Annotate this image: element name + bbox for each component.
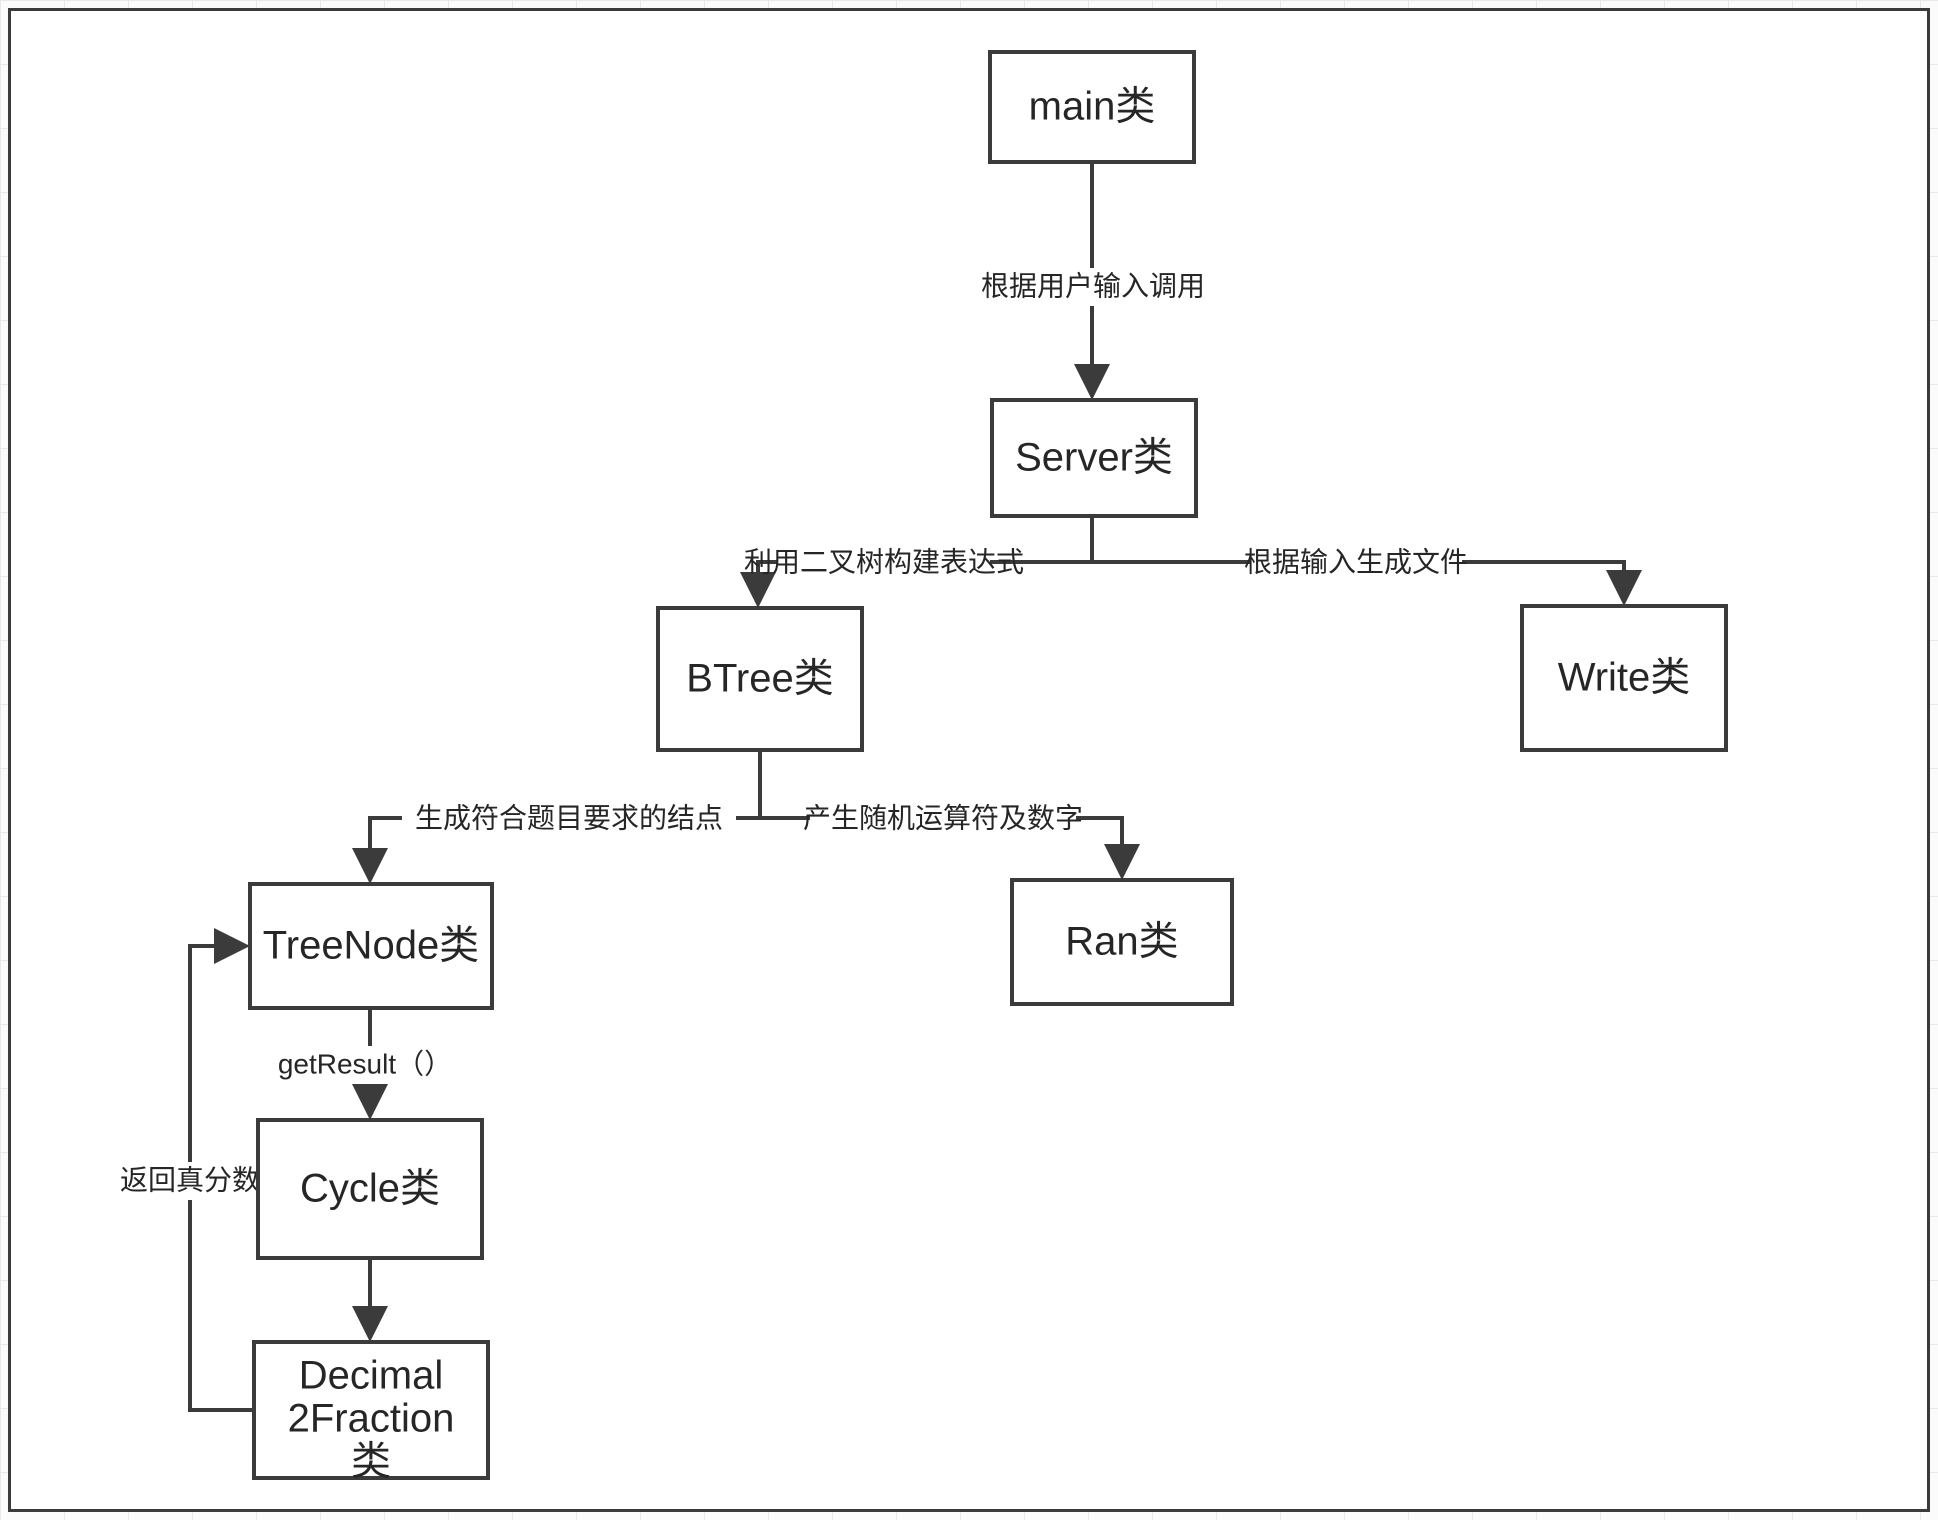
edge-dec2frac-to-treenode: 返回真分数 (96, 928, 286, 1412)
diagram-canvas-frame (8, 8, 1930, 1512)
edge-server-to-write: 根据输入生成文件 (1092, 544, 1642, 606)
edge-btree-to-treenode: 生成符合题目要求的结点 (352, 750, 762, 884)
node-treenode[interactable]: TreeNode类 (248, 882, 494, 1010)
node-write[interactable]: Write类 (1520, 604, 1728, 752)
edge-label-server-btree: 利用二叉树构建表达式 (744, 546, 1024, 577)
edge-btree-to-ran: 产生随机运算符及数字 (760, 800, 1140, 880)
node-btree[interactable]: BTree类 (656, 606, 864, 752)
node-main[interactable]: main类 (988, 50, 1196, 164)
node-label-dec2frac-line2: 2Fraction (288, 1397, 455, 1441)
node-label-treenode: TreeNode类 (263, 924, 479, 968)
edge-cycle-to-dec2frac (352, 1258, 388, 1342)
edge-label-dec2frac-treenode: 返回真分数 (120, 1164, 260, 1195)
node-dec2frac[interactable]: Decimal 2Fraction 类 (252, 1340, 490, 1484)
edge-label-server-write: 根据输入生成文件 (1244, 546, 1468, 577)
edge-server-to-btree: 利用二叉树构建表达式 (740, 516, 1094, 608)
node-server[interactable]: Server类 (990, 398, 1198, 518)
node-label-main: main类 (1029, 85, 1156, 129)
node-label-dec2frac-line1: Decimal (299, 1354, 443, 1398)
edge-label-treenode-cycle: getResult（） (278, 1048, 452, 1079)
node-label-write: Write类 (1558, 656, 1691, 700)
node-label-server: Server类 (1015, 436, 1173, 480)
node-label-dec2frac-line3: 类 (351, 1440, 391, 1484)
edge-label-main-server: 根据用户输入调用 (981, 270, 1205, 301)
edge-main-to-server: 根据用户输入调用 (975, 162, 1213, 400)
node-cycle[interactable]: Cycle类 (256, 1118, 484, 1260)
edge-label-btree-ran: 产生随机运算符及数字 (803, 802, 1083, 833)
node-label-cycle: Cycle类 (300, 1167, 440, 1211)
node-label-ran: Ran类 (1065, 920, 1178, 964)
node-ran[interactable]: Ran类 (1010, 878, 1234, 1006)
edge-treenode-to-cycle: getResult（） (272, 1008, 468, 1120)
edge-label-btree-treenode: 生成符合题目要求的结点 (415, 802, 723, 833)
node-label-btree: BTree类 (686, 657, 833, 701)
